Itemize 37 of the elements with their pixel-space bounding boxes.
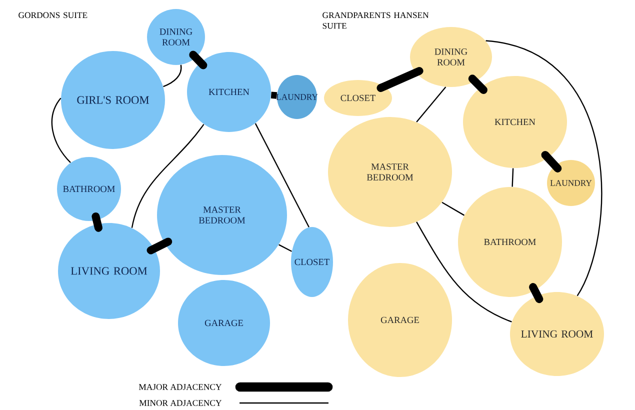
major-adjacency-bar — [468, 74, 488, 94]
adjacency-line — [278, 244, 292, 252]
suite-heading: GORDONS SUITE — [18, 12, 88, 18]
adjacency-line — [51, 98, 71, 163]
suite-heading: GRANDPARENTS HANSEN SUITE — [322, 12, 429, 29]
room-bubble: MASTER BEDROOM — [157, 155, 287, 275]
adjacency-line — [512, 168, 514, 187]
room-bubble: LIVING ROOM — [510, 292, 604, 376]
room-bubble: DINING ROOM — [147, 9, 205, 65]
room-bubble: GARAGE — [178, 280, 270, 366]
major-adjacency-bar — [92, 212, 102, 232]
room-bubble: LIVING ROOM — [58, 223, 160, 319]
room-bubble: CLOSET — [291, 227, 333, 297]
legend-label: MAJOR ADJACENCY — [138, 384, 222, 390]
legend-label: MINOR ADJACENCY — [139, 400, 222, 406]
major-adjacency-bar — [146, 238, 172, 254]
major-adjacency-bar — [270, 92, 278, 99]
room-bubble: KITCHEN — [463, 76, 567, 168]
major-adjacency-bar — [376, 66, 424, 92]
adjacency-line — [442, 202, 465, 216]
major-adjacency-bar — [189, 50, 208, 70]
major-adjacency-bar — [529, 283, 544, 304]
room-bubble: GARAGE — [348, 263, 452, 377]
room-bubble: CLOSET — [324, 80, 392, 116]
adjacency-line — [131, 124, 204, 228]
adjacency-line — [163, 64, 182, 88]
major-adjacency-bar — [541, 150, 562, 172]
room-bubble: KITCHEN — [187, 52, 271, 132]
adjacency-line — [486, 40, 602, 296]
room-bubble: BATHROOM — [458, 187, 562, 297]
room-bubble: BATHROOM — [57, 157, 121, 221]
adjacency-line — [254, 123, 310, 228]
room-bubble: GIRL'S ROOM — [61, 51, 165, 149]
adjacency-line — [416, 222, 512, 322]
room-bubble: LAUNDRY — [547, 160, 595, 206]
adjacency-line — [416, 86, 446, 122]
room-bubble: DINING ROOM — [410, 27, 492, 87]
